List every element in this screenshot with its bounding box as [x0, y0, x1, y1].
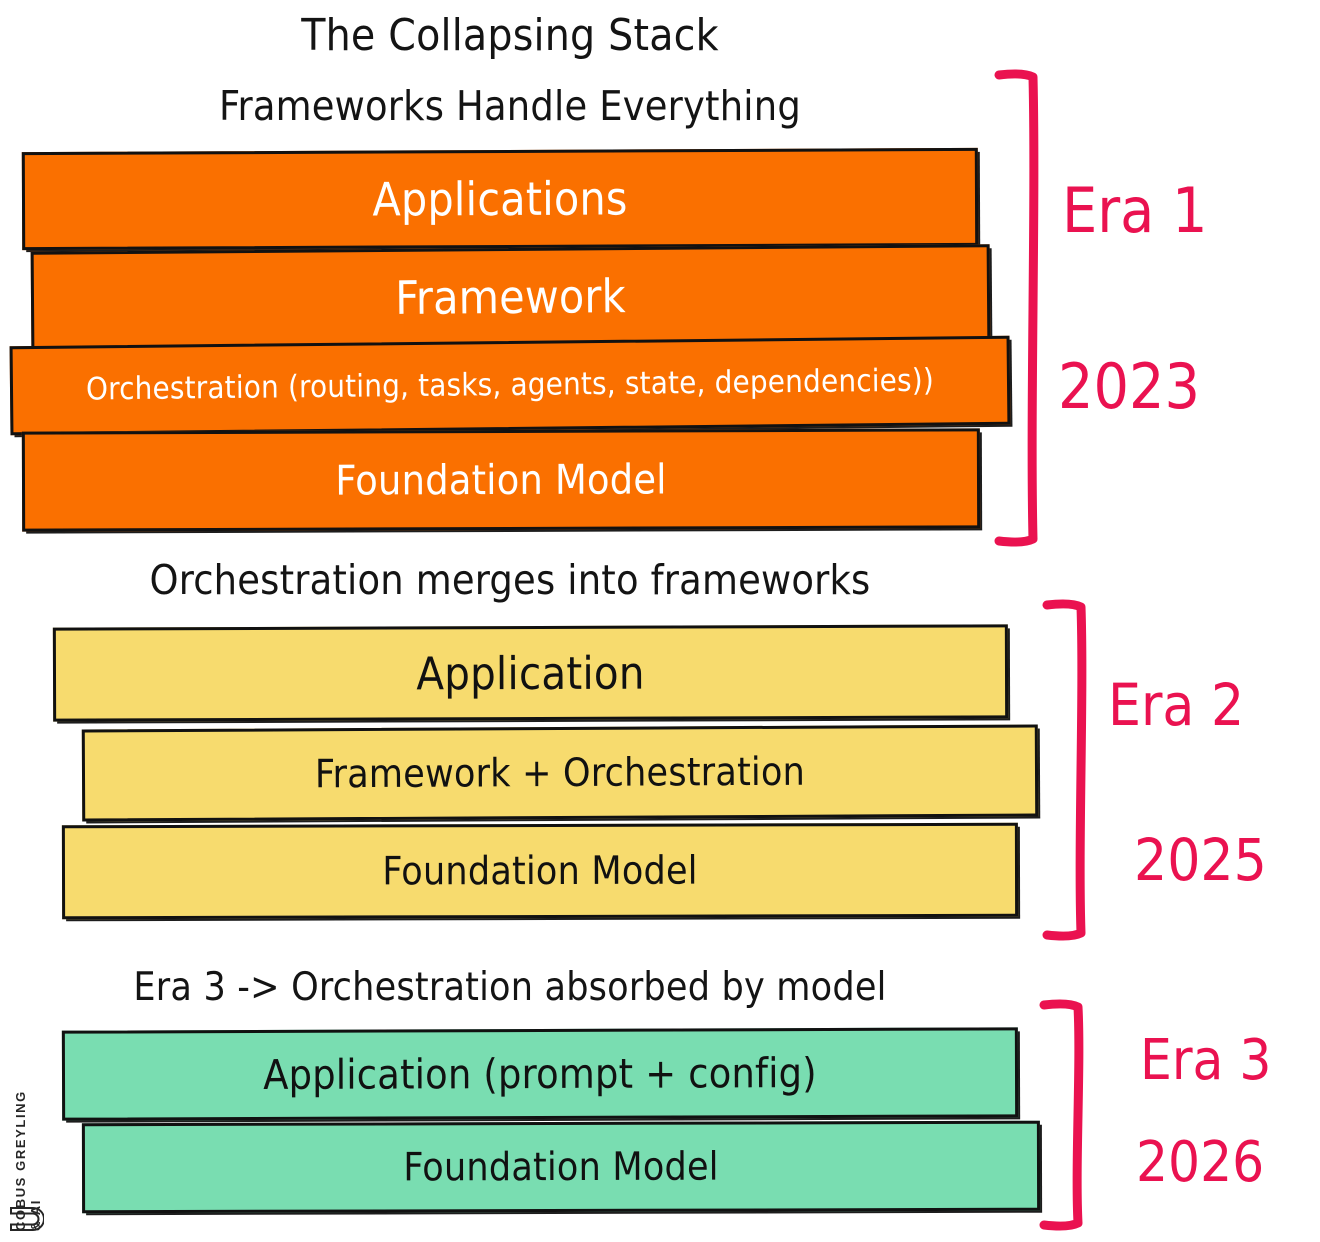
stack-layer: Orchestration (routing, tasks, agents, s… [9, 335, 1011, 436]
era-year-label: 2023 [1058, 350, 1200, 423]
stack-layer-label: Applications [372, 171, 628, 227]
stack-layer: Application (prompt + config) [61, 1027, 1019, 1121]
stack-layer: Framework [30, 244, 991, 350]
stack-layer: Foundation Model [81, 1120, 1041, 1214]
era-name-label: Era 1 [1062, 174, 1208, 247]
stack-layer: Foundation Model [61, 822, 1019, 920]
era-1-subtitle: Frameworks Handle Everything [219, 82, 801, 130]
era-year-label: 2026 [1136, 1130, 1265, 1195]
stack-layer-label: Foundation Model [335, 454, 667, 505]
page-title: The Collapsing Stack [301, 10, 719, 61]
stack-layer: Application [52, 624, 1009, 722]
stack-layer-label: Framework [395, 269, 626, 325]
stack-layer: Foundation Model [21, 428, 981, 532]
era-year-label: 2025 [1134, 826, 1267, 894]
era-bracket [1038, 999, 1086, 1231]
stack-layer-label: Framework + Orchestration [314, 749, 806, 797]
era-3-subtitle: Era 3 -> Orchestration absorbed by model [133, 965, 887, 1010]
stack-layer: Framework + Orchestration [81, 724, 1039, 822]
era-bracket [993, 69, 1041, 547]
stack-layer-label: Foundation Model [403, 1144, 719, 1190]
era-name-label: Era 2 [1108, 671, 1245, 739]
era-2-subtitle: Orchestration merges into frameworks [149, 556, 871, 604]
stack-layer-label: Application [416, 646, 645, 700]
stack-layer: Applications [21, 147, 979, 251]
era-name-label: Era 3 [1140, 1028, 1272, 1093]
stack-layer-label: Application (prompt + config) [263, 1048, 817, 1099]
stack-layer-label: Foundation Model [382, 848, 698, 894]
stack-layer-label: Orchestration (routing, tasks, agents, s… [85, 362, 935, 408]
cobus-greyling-monogram-icon [10, 1198, 45, 1238]
era-bracket [1041, 599, 1089, 941]
watermark: COBUS GREYLING& AI [6, 1020, 50, 1238]
